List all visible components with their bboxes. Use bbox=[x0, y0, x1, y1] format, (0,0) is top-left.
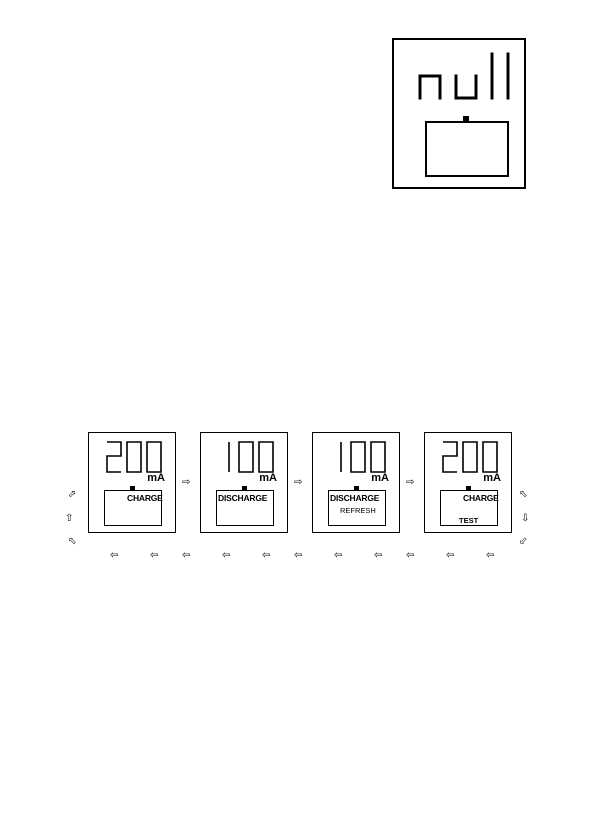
arrow-down-icon: ⇩ bbox=[521, 514, 529, 524]
mode-label: DISCHARGE bbox=[330, 493, 379, 503]
arrow-down-left-icon: ⬃ bbox=[519, 537, 527, 547]
sub-label: TEST bbox=[459, 516, 478, 525]
unit-label: mA bbox=[147, 472, 165, 484]
arrow-left-icon: ⇦ bbox=[150, 551, 158, 561]
unit-label: mA bbox=[259, 472, 277, 484]
mode-label: DISCHARGE bbox=[218, 493, 267, 503]
null-inner-box bbox=[426, 122, 508, 176]
unit-label: mA bbox=[483, 472, 501, 484]
arrow-left-icon: ⇦ bbox=[486, 551, 494, 561]
mode-label: CHARGE bbox=[463, 493, 499, 503]
lcd-digits bbox=[105, 440, 163, 474]
arrow-left-icon: ⇦ bbox=[294, 551, 302, 561]
mode-screen-discharge: mA DISCHARGE 100 bbox=[200, 432, 288, 533]
mode-label: CHARGE bbox=[127, 493, 163, 503]
sub-label: REFRESH bbox=[340, 506, 376, 515]
arrow-up-icon: ⇧ bbox=[65, 514, 73, 524]
arrow-left-icon: ⇦ bbox=[374, 551, 382, 561]
arrow-left-icon: ⇦ bbox=[262, 551, 270, 561]
mode-screen-charge: mA CHARGE 200 bbox=[88, 432, 176, 533]
arrow-right-icon: ⇨ bbox=[182, 478, 190, 488]
unit-label: mA bbox=[371, 472, 389, 484]
arrow-left-icon: ⇦ bbox=[182, 551, 190, 561]
lcd-digits bbox=[217, 440, 275, 474]
null-display-panel: null bbox=[392, 38, 526, 189]
lcd-digits bbox=[329, 440, 387, 474]
arrow-left-icon: ⇦ bbox=[334, 551, 342, 561]
mode-screen-charge-test: mA CHARGE TEST 200 bbox=[424, 432, 512, 533]
lcd-digits bbox=[441, 440, 499, 474]
mode-screen-discharge-refresh: mA DISCHARGE REFRESH 100 bbox=[312, 432, 400, 533]
arrow-left-icon: ⇦ bbox=[406, 551, 414, 561]
arrow-up-right-icon: ⬀ bbox=[68, 490, 76, 500]
arrow-right-icon: ⇨ bbox=[406, 478, 414, 488]
arrow-up-left-icon: ⬁ bbox=[519, 490, 527, 500]
arrow-left-icon: ⇦ bbox=[446, 551, 454, 561]
null-lcd-digits bbox=[394, 40, 528, 191]
arrow-right-icon: ⇨ bbox=[294, 478, 302, 488]
arrow-up-left-icon: ⬁ bbox=[68, 537, 76, 547]
arrow-left-icon: ⇦ bbox=[110, 551, 118, 561]
arrow-left-icon: ⇦ bbox=[222, 551, 230, 561]
